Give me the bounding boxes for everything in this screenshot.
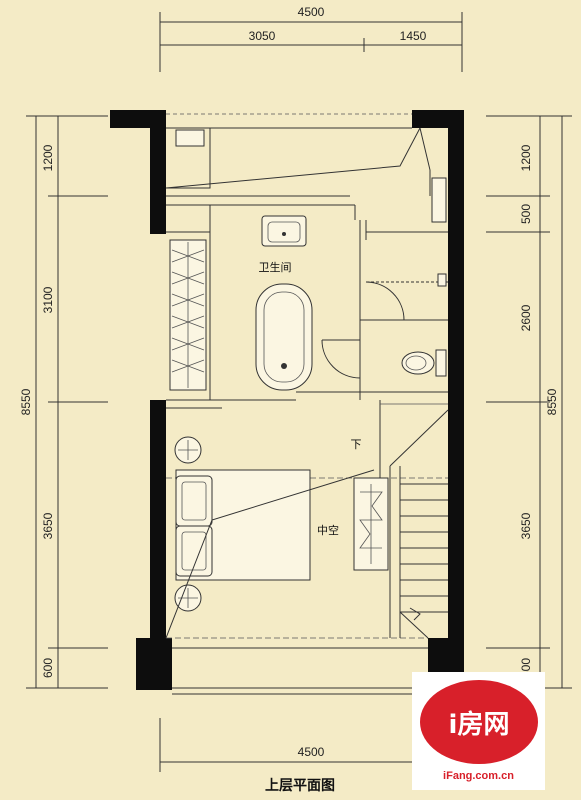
walls: [110, 110, 464, 690]
right-dim-2: 500: [519, 204, 533, 224]
top-balcony: [165, 113, 447, 223]
left-dim-2: 3100: [41, 286, 55, 313]
right-dim-3: 2600: [519, 304, 533, 331]
top-total-dim: 4500: [298, 5, 325, 19]
left-dim-1: 1200: [41, 144, 55, 171]
logo-mark: i房网: [420, 680, 538, 764]
left-dimension-lines: [26, 115, 108, 689]
right-dim-4: 3650: [519, 512, 533, 539]
toilet-fixture: [401, 349, 447, 377]
bottom-balcony: [172, 647, 428, 695]
wall-cabinet: [437, 273, 447, 287]
wardrobe: [169, 239, 207, 391]
left-total-dim: 8550: [19, 388, 33, 415]
interior-partitions: [166, 205, 448, 409]
top-right-dim: 1450: [400, 29, 427, 43]
bathtub-fixture: [255, 283, 313, 391]
top-dimension-lines: [159, 12, 463, 72]
top-left-dim: 3050: [249, 29, 276, 43]
bathroom-label: 卫生间: [259, 260, 292, 274]
left-dim-4: 600: [41, 658, 55, 678]
bedroom-furniture: [165, 436, 448, 639]
left-dim-3: 3650: [41, 512, 55, 539]
staircase: [379, 400, 449, 639]
right-total-dim: 8550: [545, 388, 559, 415]
right-dimension-lines: [486, 115, 572, 689]
logo-url: iFang.com.cn: [443, 770, 514, 782]
logo-text: i房网: [448, 709, 510, 740]
void-area: [353, 477, 389, 571]
bottom-total-dim: 4500: [298, 745, 325, 759]
void-label: 中空: [317, 523, 339, 537]
right-dim-1: 1200: [519, 144, 533, 171]
stairs-down-label: 下: [351, 438, 362, 451]
ifang-logo: i房网 iFang.com.cn: [412, 672, 545, 790]
sink-fixture: [261, 215, 307, 247]
plan-title: 上层平面图: [265, 778, 335, 794]
